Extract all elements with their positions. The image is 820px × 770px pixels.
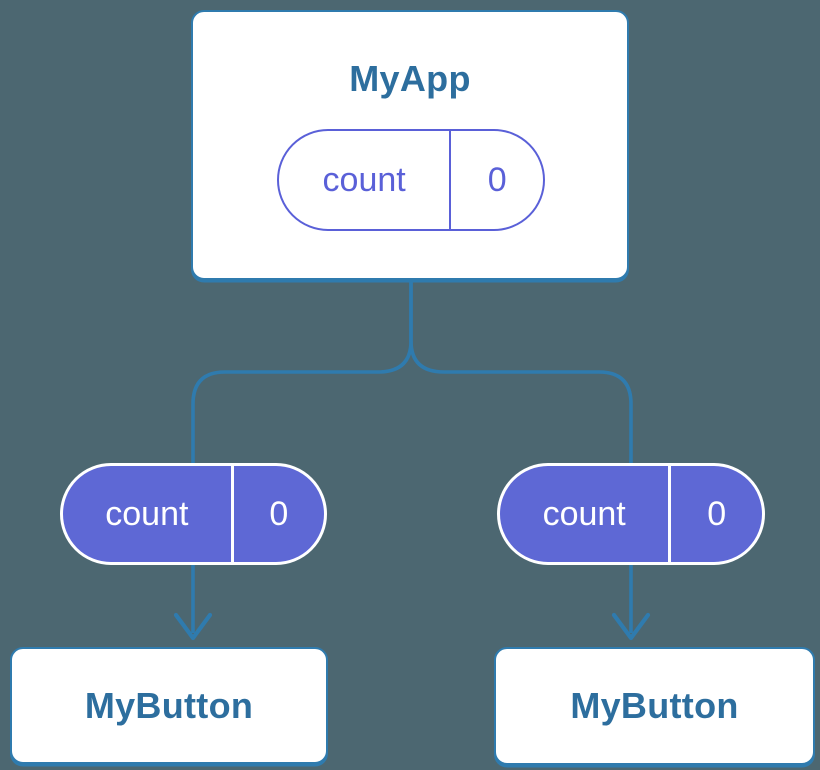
pill-divider: [449, 131, 452, 229]
pill-divider: [668, 466, 672, 562]
prop-pill-count-right: count 0: [497, 463, 765, 565]
component-title-mybutton-left: MyButton: [84, 684, 254, 726]
state-name-label: count: [322, 160, 406, 199]
prop-value-label: 0: [707, 494, 727, 533]
state-value-label: 0: [487, 160, 507, 199]
pill-divider: [230, 466, 234, 562]
prop-value-label: 0: [269, 494, 289, 533]
component-card-mybutton-left: MyButton: [10, 647, 328, 764]
component-title-mybutton-right: MyButton: [570, 685, 739, 727]
arrowhead-right-icon: [611, 612, 651, 641]
component-title-myapp: MyApp: [349, 58, 471, 99]
prop-name-label: count: [542, 494, 626, 533]
component-card-mybutton-right: MyButton: [494, 647, 815, 765]
arrowhead-left-icon: [173, 612, 213, 641]
state-pill-count: count 0: [277, 129, 545, 231]
prop-name-label: count: [105, 494, 189, 533]
prop-pill-count-left: count 0: [60, 463, 327, 565]
connector-branch-left: [191, 281, 413, 633]
connector-branch-right: [409, 281, 633, 633]
